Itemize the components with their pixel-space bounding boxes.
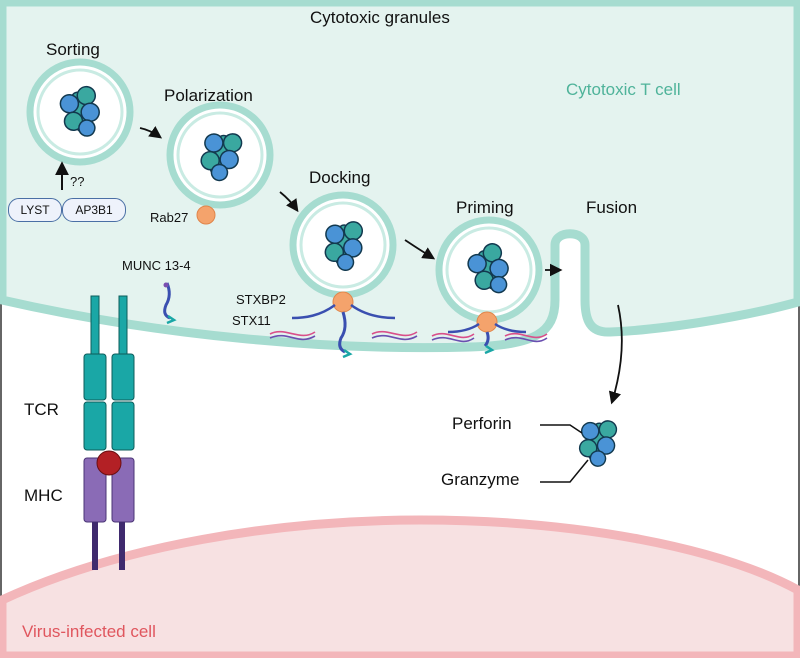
tcr-receptor <box>83 295 135 451</box>
peptide-antigen <box>96 450 122 476</box>
munc13-4-docking <box>338 311 353 359</box>
arrow-fusion-to-release <box>608 304 623 405</box>
granule-polarization <box>166 101 274 209</box>
step-docking: Docking <box>309 168 371 187</box>
granzyme-leader <box>540 459 589 483</box>
step-priming: Priming <box>456 198 514 217</box>
granule-sorting <box>26 58 134 166</box>
virus-infected-cell-body <box>0 515 800 658</box>
arrow-sorting-to-polarization <box>139 126 163 139</box>
mhc-molecule <box>83 457 135 570</box>
munc13-4-priming <box>483 331 495 355</box>
label-mhc: MHC <box>24 486 63 505</box>
rab27-docking <box>332 291 354 313</box>
stxbp2-arms <box>291 303 527 334</box>
label-tcr: TCR <box>24 400 59 419</box>
granule-priming <box>435 216 543 324</box>
arrow-docking-to-priming <box>404 239 436 260</box>
stx11-complex <box>269 330 548 343</box>
perforin-leader <box>540 424 583 434</box>
label-cytotoxic-t-cell: Cytotoxic T cell <box>566 80 681 99</box>
arrow-polarization-to-docking <box>279 191 299 213</box>
rab27-priming <box>476 311 498 333</box>
label-stx11: STX11 <box>232 313 271 328</box>
rab27-protein <box>196 205 216 225</box>
ap3b1-pill: AP3B1 <box>62 198 126 222</box>
label-unknown: ?? <box>70 174 85 189</box>
step-sorting: Sorting <box>46 40 100 59</box>
munc13-4-protein <box>163 282 177 325</box>
step-fusion: Fusion <box>586 198 638 217</box>
label-perforin: Perforin <box>452 414 512 433</box>
label-cytotoxic-granules: Cytotoxic granules <box>310 8 450 27</box>
granule-docking <box>289 191 397 299</box>
label-munc13-4: MUNC 13-4 <box>122 258 191 273</box>
step-polarization: Polarization <box>164 86 253 105</box>
label-rab27: Rab27 <box>150 210 189 225</box>
label-granzyme: Granzyme <box>441 470 520 489</box>
label-virus-infected-cell: Virus-infected cell <box>22 622 156 641</box>
label-stxbp2: STXBP2 <box>236 292 286 307</box>
lyst-pill: LYST <box>8 198 62 222</box>
